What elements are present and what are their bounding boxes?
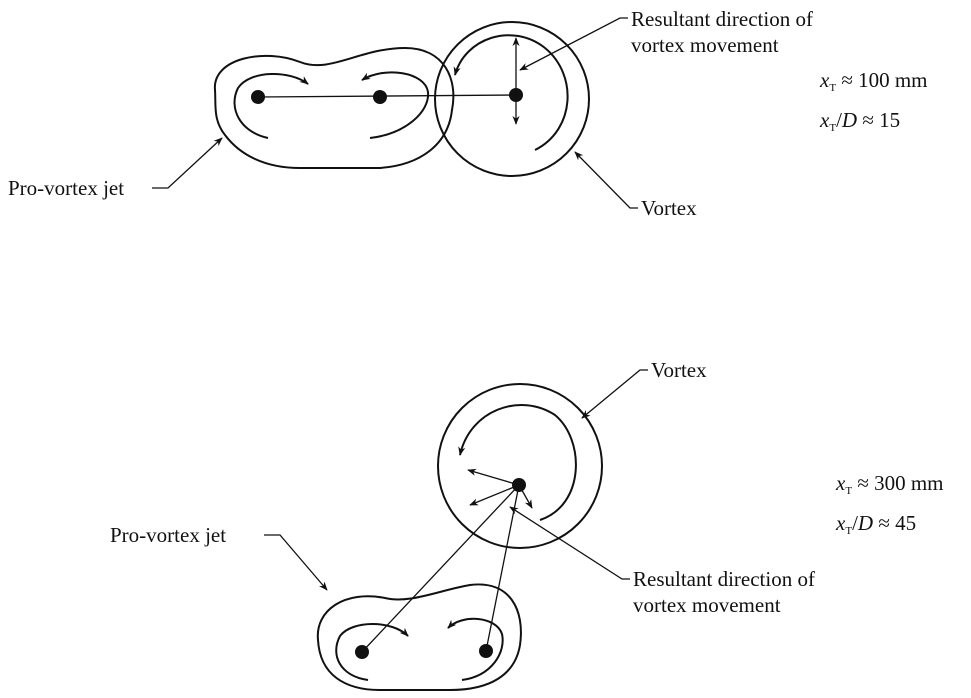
bottom-jet-inner-left [335, 623, 409, 681]
bottom-xtd-equation: xT/D ≈ 45 [835, 511, 916, 537]
bottom-pro-vortex-jet-label: Pro-vortex jet [110, 523, 226, 547]
bottom-vortex-inner-arc [458, 404, 577, 521]
top-connector-line [257, 94, 517, 98]
top-jet-leader [152, 137, 223, 189]
bottom-xt-equation: xT ≈ 300 mm [835, 471, 944, 497]
top-xt-equation: xT ≈ 100 mm [819, 68, 928, 94]
top-jet-inner-left [233, 73, 309, 139]
bottom-vortex-circle [437, 383, 603, 549]
bottom-resultant-label-2: vortex movement [633, 593, 781, 617]
top-resultant-leader [519, 17, 628, 71]
bottom-panel: Vortex Pro-vortex jet Resultant directio… [110, 358, 944, 691]
top-resultant-label-2: vortex movement [631, 33, 779, 57]
top-vortex-leader [574, 151, 638, 209]
bottom-jet-outline [316, 583, 522, 691]
top-vortex-label: Vortex [641, 196, 697, 220]
bottom-connector-left [361, 484, 520, 653]
top-pro-vortex-jet-label: Pro-vortex jet [8, 176, 124, 200]
bottom-jet-inner-right [447, 617, 504, 681]
bottom-resultant-leader [509, 506, 630, 580]
bottom-arrow-down-right [518, 484, 533, 509]
bottom-vortex-label: Vortex [651, 358, 707, 382]
bottom-arrow-down-left [469, 484, 520, 506]
top-jet-inner-right [361, 71, 430, 139]
top-jet-dot-right [373, 90, 387, 104]
top-vortex-inner-arc [453, 34, 569, 151]
top-jet-outline [213, 46, 455, 169]
bottom-arrow-left [467, 468, 520, 486]
bottom-resultant-label-1: Resultant direction of [633, 567, 815, 591]
bottom-vortex-leader [581, 369, 648, 419]
top-xtd-equation: xT/D ≈ 15 [819, 108, 900, 134]
top-panel: Resultant direction of vortex movement P… [8, 7, 928, 220]
top-vortex-circle [434, 21, 590, 177]
bottom-jet-leader [264, 534, 328, 591]
top-resultant-label-1: Resultant direction of [631, 7, 813, 31]
